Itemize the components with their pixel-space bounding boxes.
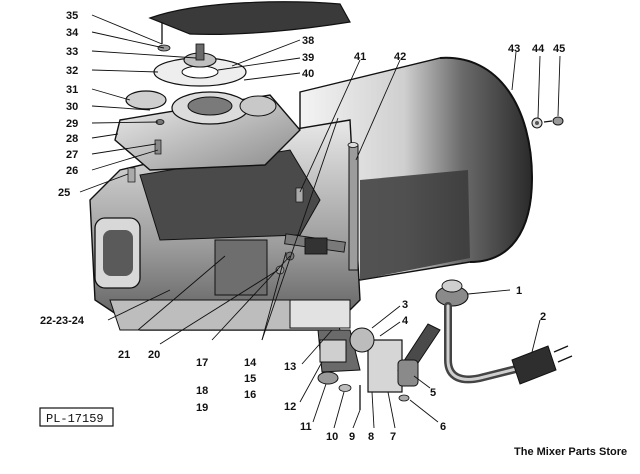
plate-id-box — [39, 407, 114, 427]
screw-45-head — [552, 116, 564, 126]
leader-lines — [79, 14, 561, 429]
screw-45-shank — [543, 120, 553, 123]
oil-cap — [125, 90, 167, 110]
switch-body — [367, 339, 403, 393]
nut-11 — [317, 371, 339, 385]
motor-housing-rim — [439, 56, 534, 263]
label-part-2: 2 — [540, 311, 546, 323]
label-part-40: 40 — [302, 68, 314, 80]
switch-block-12 — [319, 339, 347, 363]
label-part-10: 10 — [326, 431, 338, 443]
label-part-27: 27 — [66, 149, 78, 161]
dowel-pin — [127, 167, 136, 183]
label-part-11: 11 — [300, 421, 312, 433]
plug-body — [511, 345, 557, 385]
label-part-19: 19 — [196, 402, 208, 414]
switch-mount-plate — [289, 299, 351, 329]
label-part-32: 32 — [66, 65, 78, 77]
pin-small — [295, 187, 304, 203]
top-bearing-post — [195, 43, 205, 61]
label-part-26: 26 — [66, 165, 78, 177]
vertical-rod — [348, 144, 359, 271]
label-part-25: 25 — [58, 187, 70, 199]
gear-case-side-window — [103, 230, 133, 276]
label-part-5: 5 — [430, 387, 436, 399]
power-cord-highlight — [446, 304, 522, 381]
shift-lever-block — [304, 237, 328, 255]
plug-prong-2 — [557, 355, 573, 363]
label-part-34: 34 — [66, 27, 79, 39]
gear-case-front-opening — [214, 239, 268, 296]
label-part-39: 39 — [302, 52, 314, 64]
label-part-6: 6 — [440, 421, 446, 433]
switch-knob-base — [349, 327, 375, 353]
label-part-4: 4 — [402, 315, 409, 327]
label-part-41: 41 — [354, 51, 366, 63]
washer-44-hole — [535, 121, 539, 125]
label-part-8: 8 — [368, 431, 374, 443]
label-part-9: 9 — [349, 431, 355, 443]
plug-prong-1 — [553, 345, 569, 353]
label-part-33: 33 — [66, 46, 78, 58]
label-part-30: 30 — [66, 101, 78, 113]
label-part-22-24: 22-23-24 — [40, 315, 85, 327]
label-part-35: 35 — [66, 10, 78, 22]
mixer-arm-shape — [148, 1, 351, 35]
label-part-17: 17 — [196, 357, 208, 369]
label-part-3: 3 — [402, 299, 408, 311]
label-part-44: 44 — [532, 43, 545, 55]
plate-id: PL-17159 — [46, 412, 104, 426]
cord-grommet-top — [441, 279, 463, 293]
cover-side-boss — [239, 95, 277, 117]
label-part-1: 1 — [516, 285, 522, 297]
switch-lever-cap — [397, 359, 419, 387]
label-part-18: 18 — [196, 385, 208, 397]
cover-stud — [154, 139, 162, 155]
label-part-43: 43 — [508, 43, 520, 55]
label-part-28: 28 — [66, 133, 78, 145]
label-part-29: 29 — [66, 118, 78, 130]
label-part-20: 20 — [148, 349, 160, 361]
gasket-hole — [181, 65, 219, 79]
cover-boss-inner — [187, 96, 233, 116]
power-cord — [444, 302, 524, 384]
label-part-31: 31 — [66, 84, 78, 96]
motor-housing-dark-band — [360, 170, 470, 280]
label-part-15: 15 — [244, 373, 256, 385]
label-part-16: 16 — [244, 389, 256, 401]
label-part-14: 14 — [244, 357, 257, 369]
label-part-21: 21 — [118, 349, 130, 361]
label-part-45: 45 — [553, 43, 565, 55]
label-part-7: 7 — [390, 431, 396, 443]
label-part-42: 42 — [394, 51, 406, 63]
screw-6 — [398, 394, 410, 402]
label-part-38: 38 — [302, 35, 314, 47]
vertical-rod-top — [347, 142, 359, 148]
store-credit: The Mixer Parts Store — [514, 446, 627, 458]
washer-10 — [338, 384, 352, 392]
label-part-13: 13 — [284, 361, 296, 373]
label-part-12: 12 — [284, 401, 296, 413]
